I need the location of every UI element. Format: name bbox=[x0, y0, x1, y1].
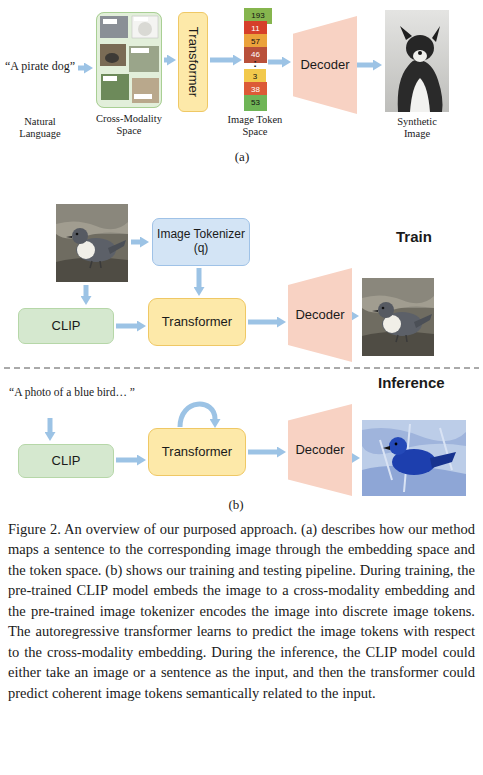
decoder-trapezoid: Decoder bbox=[293, 16, 357, 114]
trapezoid-shape bbox=[293, 16, 357, 114]
decoder-trapezoid: Decoder bbox=[288, 404, 352, 496]
node-label: 57 bbox=[248, 37, 263, 46]
tokenizer-box: Image Tokenizer (q) bbox=[152, 218, 250, 266]
flow-arrow bbox=[268, 60, 282, 65]
node-label: Transformer bbox=[186, 27, 201, 97]
subfigure-tag: (b) bbox=[222, 498, 250, 513]
flow-arrow bbox=[248, 450, 277, 455]
trapezoid-shape bbox=[288, 268, 352, 362]
input-sentence: “A pirate dog” bbox=[2, 60, 78, 74]
trapezoid-shape bbox=[288, 404, 352, 496]
ellipsis-mark: : bbox=[244, 57, 266, 70]
transformer-box: Transformer bbox=[148, 298, 246, 346]
phase-heading: Inference bbox=[378, 374, 474, 391]
flow-arrow bbox=[197, 268, 202, 287]
transformer-box: Transformer bbox=[148, 428, 246, 476]
node-label: Decoder bbox=[292, 443, 347, 458]
node-label: Transformer bbox=[159, 445, 235, 460]
image-token: 53 bbox=[244, 95, 267, 111]
node-label: 193 bbox=[248, 11, 267, 20]
node-label: 3 bbox=[250, 72, 260, 81]
transformer-box: Transformer bbox=[178, 12, 208, 112]
node-label: Decoder bbox=[297, 58, 352, 73]
input-sentence: “A photo of a blue bird… ” bbox=[8, 386, 136, 399]
axis-caption: Natural Language bbox=[4, 116, 76, 140]
flow-arrow bbox=[164, 58, 167, 63]
clip-box: CLIP bbox=[18, 308, 114, 344]
region-heading: Cross-Modality Space bbox=[89, 113, 169, 137]
node-label: CLIP bbox=[49, 319, 84, 334]
axis-caption: Synthetic Image bbox=[387, 116, 447, 140]
flow-arrow bbox=[116, 324, 137, 329]
flow-arrow bbox=[210, 58, 233, 63]
node-label: 11 bbox=[248, 24, 262, 33]
decoder-trapezoid: Decoder bbox=[288, 268, 352, 362]
phase-heading: Train bbox=[396, 228, 466, 245]
node-label: Decoder bbox=[292, 308, 347, 323]
flow-arrow bbox=[116, 458, 137, 463]
node-label: 53 bbox=[248, 98, 263, 107]
flow-arrow bbox=[248, 320, 277, 325]
subfigure-tag: (a) bbox=[228, 150, 256, 165]
node-label: CLIP bbox=[49, 454, 84, 469]
node-label: Image Tokenizer (q) bbox=[153, 228, 249, 256]
node-label: Transformer bbox=[159, 315, 235, 330]
region-heading: Image Token Space bbox=[220, 114, 290, 138]
figure-caption: Figure 2. An overview of our purposed ap… bbox=[8, 519, 475, 703]
embedding-space-box: Cross-Modality Space bbox=[96, 12, 162, 108]
node-label: 38 bbox=[248, 85, 263, 94]
clip-box: CLIP bbox=[18, 444, 114, 478]
